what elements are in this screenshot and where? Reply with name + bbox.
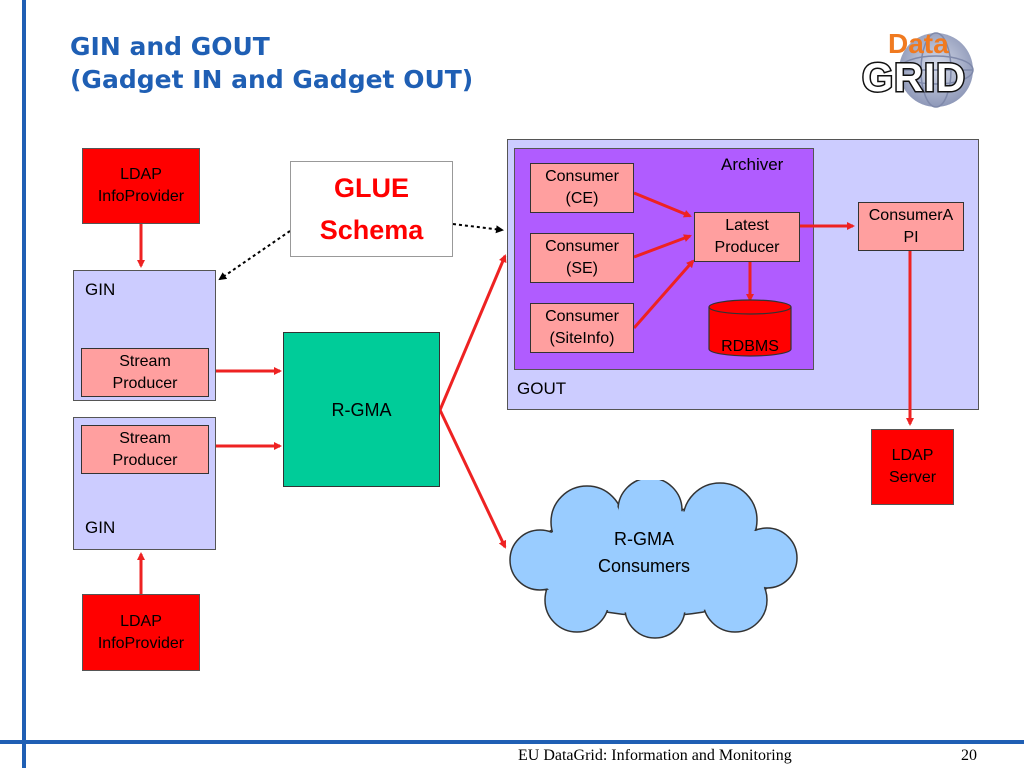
ldap-top-line-2: InfoProvider bbox=[97, 188, 185, 205]
consumer-api-box: ConsumerA PI bbox=[858, 202, 964, 251]
slide-title: GIN and GOUT (Gadget IN and Gadget OUT) bbox=[70, 30, 473, 96]
stream-bottom-line-2: Producer bbox=[112, 451, 178, 469]
stream-producer-top: Stream Producer bbox=[81, 348, 209, 397]
glue-line-2: Schema bbox=[319, 215, 424, 245]
consumer-siteinfo-box: Consumer (SiteInfo) bbox=[530, 303, 634, 353]
ldap-top-line-1: LDAP bbox=[120, 166, 162, 183]
latest-producer-line-1: Latest bbox=[725, 217, 769, 234]
gout-label: GOUT bbox=[517, 379, 567, 398]
rdbms-label: RDBMS bbox=[721, 338, 779, 355]
rgma-box bbox=[283, 332, 440, 487]
bottom-accent-bar bbox=[0, 740, 1024, 744]
arrow-siteinfo-to-latest bbox=[632, 259, 695, 329]
page-number: 20 bbox=[961, 747, 977, 764]
rgma-consumers-cloud bbox=[509, 480, 798, 639]
logo-data-text: Data bbox=[888, 28, 949, 59]
rgma-consumers-label: R-GMA Consumers bbox=[560, 526, 728, 580]
arrow-glue-to-gin bbox=[218, 230, 291, 281]
consumer-api-line-1: ConsumerA bbox=[868, 206, 954, 224]
footer-text: EU DataGrid: Information and Monitoring bbox=[518, 747, 792, 764]
rgma-consumers-line-1: R-GMA bbox=[614, 529, 674, 549]
consumer-siteinfo-line-1: Consumer bbox=[545, 308, 619, 325]
arrow-glue-to-gout bbox=[452, 223, 504, 234]
ldap-bottom-line-1: LDAP bbox=[120, 612, 162, 630]
arrow-rgma-to-consumers bbox=[438, 409, 507, 549]
consumer-ce-box: Consumer (CE) bbox=[530, 163, 634, 213]
glue-line-1: GLUE bbox=[333, 173, 409, 203]
ldap-server-line-1: LDAP bbox=[891, 447, 934, 464]
consumer-siteinfo-line-2: (SiteInfo) bbox=[549, 330, 615, 347]
stream-bottom-line-1: Stream bbox=[119, 429, 171, 447]
rgma-label: R-GMA bbox=[331, 400, 392, 420]
arrow-rgma-to-gout bbox=[438, 254, 507, 411]
ldap-server-box: LDAP Server bbox=[871, 429, 954, 505]
stream-producer-bottom: Stream Producer bbox=[81, 425, 209, 474]
title-line-1: GIN and GOUT bbox=[70, 32, 270, 61]
consumer-ce-line-2: (CE) bbox=[565, 190, 599, 207]
rgma-consumers-line-2: Consumers bbox=[597, 556, 691, 576]
consumer-api-line-2: PI bbox=[903, 228, 919, 246]
left-accent-bar bbox=[22, 0, 26, 768]
ldap-infoprovider-bottom: LDAP InfoProvider bbox=[82, 594, 200, 671]
latest-producer-box: Latest Producer bbox=[694, 212, 800, 262]
latest-producer-line-2: Producer bbox=[714, 239, 780, 256]
stream-top-line-1: Stream bbox=[119, 352, 171, 370]
rdbms-cylinder bbox=[708, 299, 792, 357]
gin-bottom-label: GIN bbox=[85, 518, 116, 537]
ldap-server-line-2: Server bbox=[888, 469, 937, 486]
datagrid-logo: Data GRID bbox=[858, 25, 1006, 110]
archiver-label: Archiver bbox=[721, 155, 784, 174]
consumer-ce-line-1: Consumer bbox=[545, 168, 619, 185]
arrow-se-to-latest bbox=[633, 234, 692, 259]
glue-schema-box: GLUE Schema bbox=[290, 161, 453, 257]
ldap-bottom-line-2: InfoProvider bbox=[97, 634, 185, 652]
consumer-se-line-1: Consumer bbox=[545, 238, 619, 255]
consumer-se-box: Consumer (SE) bbox=[530, 233, 634, 283]
title-line-2: (Gadget IN and Gadget OUT) bbox=[70, 65, 474, 94]
stream-top-line-2: Producer bbox=[112, 374, 178, 392]
ldap-infoprovider-top: LDAP InfoProvider bbox=[82, 148, 200, 224]
gin-top-label: GIN bbox=[85, 280, 116, 299]
consumer-se-line-2: (SE) bbox=[566, 260, 598, 277]
arrow-ce-to-latest bbox=[633, 191, 692, 218]
logo-grid-text: GRID bbox=[862, 56, 966, 100]
